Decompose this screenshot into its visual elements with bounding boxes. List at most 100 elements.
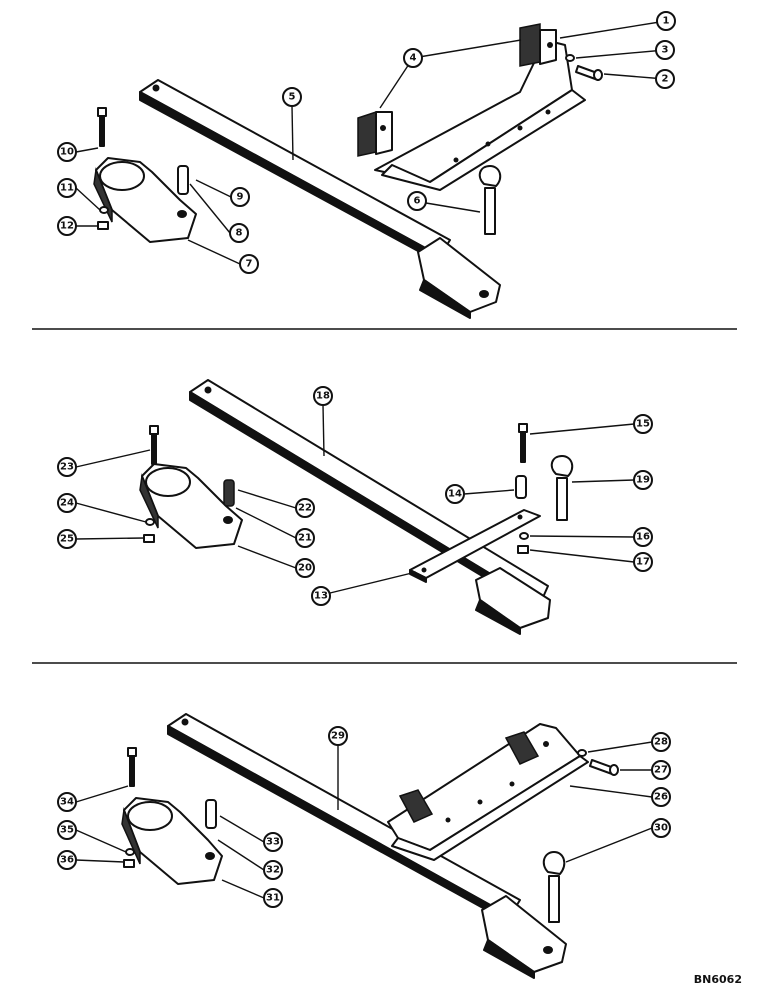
callout-35: 35 bbox=[57, 820, 77, 840]
callout-11: 11 bbox=[57, 178, 77, 198]
callout-36: 36 bbox=[57, 850, 77, 870]
clevis-pin bbox=[205, 799, 217, 829]
svg-text:8: 8 bbox=[236, 228, 243, 239]
callout-13: 13 bbox=[311, 586, 331, 606]
callout-6: 6 bbox=[407, 191, 427, 211]
callout-20: 20 bbox=[295, 558, 315, 578]
hex-nut bbox=[143, 534, 155, 543]
svg-text:4: 4 bbox=[410, 53, 417, 64]
assembly-section-2 bbox=[75, 379, 635, 635]
callout-16: 16 bbox=[633, 527, 653, 547]
svg-text:11: 11 bbox=[60, 183, 74, 194]
swinging-drawbar-plate bbox=[387, 723, 589, 861]
drawbar bbox=[189, 379, 551, 635]
hex-nut bbox=[517, 545, 529, 554]
callout-18: 18 bbox=[313, 386, 333, 406]
spacer bbox=[515, 475, 527, 499]
callout-4: 4 bbox=[403, 48, 423, 68]
callout-10: 10 bbox=[57, 142, 77, 162]
swinging-drawbar-plate bbox=[357, 23, 586, 191]
callout-22: 22 bbox=[295, 498, 315, 518]
callout-28: 28 bbox=[651, 732, 671, 752]
lock-washer bbox=[565, 54, 575, 62]
svg-text:23: 23 bbox=[60, 462, 74, 473]
drawbar-clevis bbox=[139, 463, 243, 549]
svg-text:9: 9 bbox=[237, 192, 244, 203]
callout-24: 24 bbox=[57, 493, 77, 513]
callout-30: 30 bbox=[651, 818, 671, 838]
callout-32: 32 bbox=[263, 860, 283, 880]
bolt bbox=[518, 423, 528, 463]
callout-26: 26 bbox=[651, 787, 671, 807]
callout-19: 19 bbox=[633, 470, 653, 490]
callout-14: 14 bbox=[445, 484, 465, 504]
svg-text:3: 3 bbox=[662, 45, 669, 56]
hitch-pin bbox=[550, 455, 574, 521]
hex-nut bbox=[97, 221, 109, 230]
callout-21: 21 bbox=[295, 528, 315, 548]
svg-text:18: 18 bbox=[316, 391, 330, 402]
clamp-bolt bbox=[149, 425, 159, 465]
svg-text:29: 29 bbox=[331, 731, 345, 742]
svg-text:6: 6 bbox=[414, 196, 421, 207]
callout-3: 3 bbox=[655, 40, 675, 60]
lock-washer bbox=[125, 848, 135, 856]
assembly-section-1 bbox=[75, 20, 667, 319]
callout-5: 5 bbox=[282, 87, 302, 107]
clamp-bolt bbox=[97, 107, 107, 147]
svg-text:21: 21 bbox=[298, 533, 312, 544]
svg-text:24: 24 bbox=[60, 498, 74, 509]
svg-text:30: 30 bbox=[654, 823, 668, 834]
callout-29: 29 bbox=[328, 726, 348, 746]
drawbar bbox=[139, 79, 501, 319]
clamp-bolt bbox=[127, 747, 137, 787]
svg-text:1: 1 bbox=[663, 16, 670, 27]
svg-text:33: 33 bbox=[266, 837, 280, 848]
svg-text:36: 36 bbox=[60, 855, 74, 866]
callout-33: 33 bbox=[263, 832, 283, 852]
assembly-section-3 bbox=[75, 713, 653, 979]
svg-text:10: 10 bbox=[60, 147, 74, 158]
svg-text:14: 14 bbox=[448, 489, 462, 500]
lock-washer bbox=[519, 532, 529, 540]
clevis-pin bbox=[223, 479, 235, 507]
bolt bbox=[589, 759, 619, 776]
callout-25: 25 bbox=[57, 529, 77, 549]
svg-text:25: 25 bbox=[60, 534, 74, 545]
callout-15: 15 bbox=[633, 414, 653, 434]
callout-12: 12 bbox=[57, 216, 77, 236]
callouts: 1 2 3 4 5 6 7 8 9 10 11 12 13 14 15 16 1… bbox=[57, 11, 676, 908]
hex-nut bbox=[123, 859, 135, 868]
lock-washer bbox=[99, 206, 109, 214]
svg-text:26: 26 bbox=[654, 792, 668, 803]
svg-text:16: 16 bbox=[636, 532, 650, 543]
svg-text:19: 19 bbox=[636, 475, 650, 486]
svg-text:20: 20 bbox=[298, 563, 312, 574]
callout-17: 17 bbox=[633, 552, 653, 572]
svg-text:7: 7 bbox=[246, 259, 253, 270]
drawing-code: BN6062 bbox=[693, 973, 742, 986]
svg-text:28: 28 bbox=[654, 737, 668, 748]
svg-text:35: 35 bbox=[60, 825, 74, 836]
svg-text:13: 13 bbox=[314, 591, 328, 602]
bolt bbox=[575, 65, 603, 81]
svg-text:32: 32 bbox=[266, 865, 280, 876]
drawbar bbox=[167, 713, 567, 979]
drawbar-clevis bbox=[121, 797, 223, 885]
lock-washer bbox=[145, 518, 155, 526]
svg-text:5: 5 bbox=[289, 92, 296, 103]
callout-1: 1 bbox=[656, 11, 676, 31]
lock-washer bbox=[577, 749, 587, 757]
clevis-pin bbox=[177, 165, 189, 195]
svg-text:2: 2 bbox=[662, 74, 669, 85]
svg-text:15: 15 bbox=[636, 419, 650, 430]
callout-7: 7 bbox=[239, 254, 259, 274]
hitch-pin bbox=[478, 165, 502, 235]
svg-text:27: 27 bbox=[654, 765, 668, 776]
callout-8: 8 bbox=[229, 223, 249, 243]
callout-31: 31 bbox=[263, 888, 283, 908]
callout-27: 27 bbox=[651, 760, 671, 780]
callout-9: 9 bbox=[230, 187, 250, 207]
svg-text:22: 22 bbox=[298, 503, 312, 514]
